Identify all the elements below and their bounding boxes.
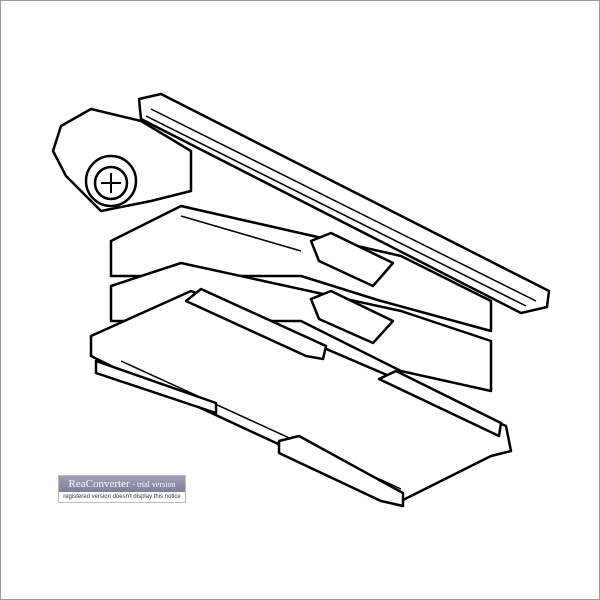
middle-edge [180, 215, 302, 252]
watermark-subtitle: - trial version [132, 480, 176, 489]
top-rail-edge [150, 108, 537, 302]
base-foot-left [94, 359, 218, 415]
lower-tab [309, 289, 395, 345]
watermark-note: registered version doesn't display this … [63, 494, 181, 500]
base-foot-right [277, 434, 405, 508]
right-slot [377, 369, 503, 438]
middle-tab [309, 231, 395, 288]
base-slot [184, 287, 328, 361]
top-rail [137, 92, 551, 315]
watermark-title: ReaConverter - trial version [59, 476, 185, 492]
top-rail-edge [145, 115, 527, 307]
watermark-brand: ReaConverter [68, 478, 130, 490]
plug-cross [101, 173, 121, 193]
watermark-badge: ReaConverter - trial version registered … [58, 475, 186, 503]
